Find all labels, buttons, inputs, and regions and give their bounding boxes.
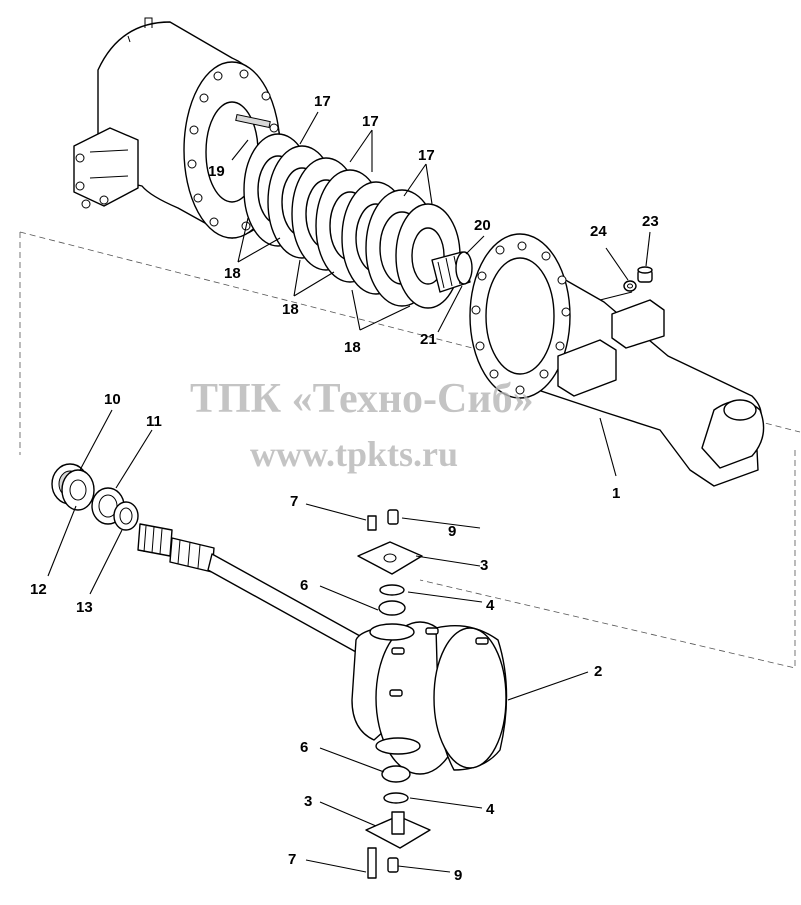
ring-13 [113, 501, 139, 531]
callout-9-lower: 9 [454, 867, 462, 884]
callout-17-c: 17 [418, 147, 435, 164]
differential-housing [73, 17, 283, 239]
bearing-6-upper [378, 600, 406, 616]
pin-19 [235, 113, 271, 129]
axle-beam [469, 233, 765, 487]
leader-lines [47, 111, 651, 873]
callout-4-upper: 4 [486, 597, 495, 614]
callout-1: 1 [612, 485, 620, 502]
brake-disc-stack [243, 133, 461, 309]
bolt-7-lower [367, 847, 377, 879]
bearing-6-lower [381, 765, 411, 783]
callout-6-lower: 6 [300, 739, 308, 756]
fitting-9-lower [387, 857, 399, 873]
ring-11 [91, 487, 125, 525]
spring-pad-upper [611, 299, 665, 349]
callout-7-upper: 7 [290, 493, 298, 510]
callout-23: 23 [642, 213, 659, 230]
callout-12: 12 [30, 581, 47, 598]
watermark-url: www.tpkts.ru [250, 434, 458, 474]
callout-19: 19 [208, 163, 225, 180]
callout-2: 2 [594, 663, 602, 680]
callouts: 1 2 3 3 4 4 6 6 7 7 9 9 10 11 12 13 17 1… [30, 93, 659, 884]
callout-9-upper: 9 [448, 523, 456, 540]
callout-3-upper: 3 [480, 557, 488, 574]
callout-6-upper: 6 [300, 577, 308, 594]
callout-13: 13 [76, 599, 93, 616]
callout-3-lower: 3 [304, 793, 312, 810]
watermark-company: ТПК «Техно-Сиб» [190, 376, 534, 422]
washer-24 [623, 280, 637, 292]
steering-knuckle-hub [351, 621, 508, 775]
plane-edge-right [419, 450, 796, 669]
callout-18-b: 18 [282, 301, 299, 318]
callout-21: 21 [420, 331, 437, 348]
callout-17-b: 17 [362, 113, 379, 130]
input-flange [73, 127, 139, 207]
lower-kingpin-parts [365, 765, 431, 879]
seal-4-upper [379, 584, 405, 596]
callout-18-a: 18 [224, 265, 241, 282]
spring-pad-lower [557, 339, 617, 397]
seal-4-lower [383, 792, 409, 804]
fitting-9-upper [387, 509, 399, 525]
upper-kingpin-parts [357, 509, 423, 616]
bearing-10-12 [51, 463, 95, 511]
splined-shaft-20-21 [431, 251, 473, 293]
nut-23 [637, 266, 653, 283]
bolt-7-upper [367, 515, 377, 531]
callout-20: 20 [474, 217, 491, 234]
callout-11: 11 [146, 413, 162, 430]
callout-24: 24 [590, 223, 607, 240]
callout-4-lower: 4 [486, 801, 495, 818]
callout-18-c: 18 [344, 339, 361, 356]
callout-17-a: 17 [314, 93, 331, 110]
callout-10: 10 [104, 391, 121, 408]
callout-7-lower: 7 [288, 851, 296, 868]
half-shaft [137, 523, 361, 653]
